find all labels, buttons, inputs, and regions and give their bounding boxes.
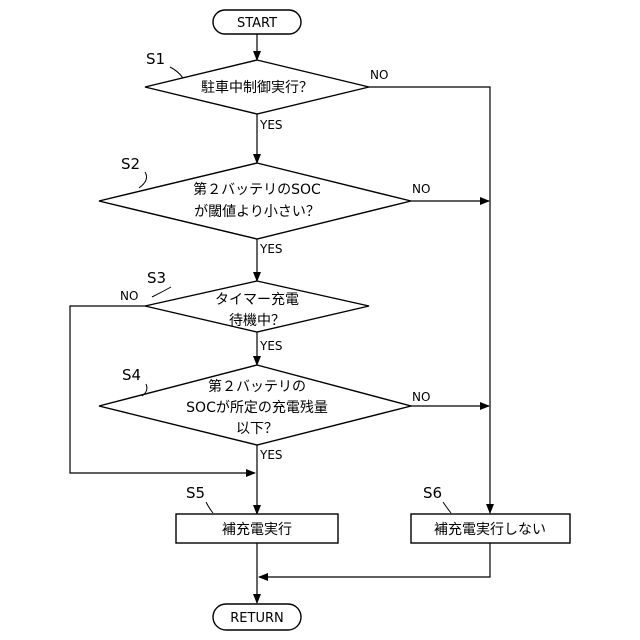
step-label-s5: S5: [186, 484, 205, 502]
s3-yes-label: YES: [259, 339, 283, 353]
decision-s4: 第２バッテリの SOCが所定の充電残量 以下？: [99, 365, 411, 445]
s2-question-line1: 第２バッテリのSOC: [193, 181, 321, 198]
process-s6: 補充電実行しない: [411, 514, 570, 543]
step-label-s4: S4: [122, 366, 141, 384]
s3-question-line2: 待機中？: [229, 313, 285, 329]
return-terminal: RETURN: [213, 604, 301, 630]
decision-s3: タイマー充電 待機中？: [145, 281, 369, 332]
s4-no-label: NO: [412, 390, 430, 404]
step-lead-s3: [152, 287, 171, 297]
step-label-s6: S6: [423, 484, 442, 502]
s4-question-line1: 第２バッテリの: [208, 378, 306, 395]
s1-yes-label: YES: [259, 118, 283, 132]
step-label-s3: S3: [147, 269, 166, 287]
decision-s1: 駐車中制御実行？: [145, 60, 369, 114]
s4-question-line3: 以下？: [236, 421, 278, 437]
line-s1-no: [369, 87, 490, 513]
step-lead-s5: [206, 502, 213, 513]
s6-text: 補充電実行しない: [434, 522, 546, 538]
s4-question-line2: SOCが所定の充電残量: [186, 400, 328, 416]
s4-yes-label: YES: [259, 448, 283, 462]
return-label: RETURN: [230, 611, 283, 626]
step-label-s2: S2: [121, 155, 140, 173]
arrow-s6-merge: [259, 543, 490, 577]
step-lead-s6: [443, 502, 451, 513]
s2-no-label: NO: [412, 182, 430, 196]
s2-question-line2: が閾値より小さい？: [194, 204, 320, 220]
s3-no-label: NO: [120, 289, 138, 303]
step-label-s1: S1: [146, 50, 165, 68]
start-terminal: START: [213, 10, 301, 34]
s2-yes-label: YES: [259, 242, 283, 256]
start-label: START: [237, 16, 277, 31]
step-lead-s1: [170, 67, 183, 78]
s1-question: 駐車中制御実行？: [201, 79, 313, 96]
s5-text: 補充電実行: [222, 522, 292, 538]
s3-question-line1: タイマー充電: [215, 292, 299, 308]
step-lead-s2: [139, 172, 147, 188]
process-s5: 補充電実行: [176, 514, 338, 543]
s1-no-label: NO: [370, 68, 388, 82]
